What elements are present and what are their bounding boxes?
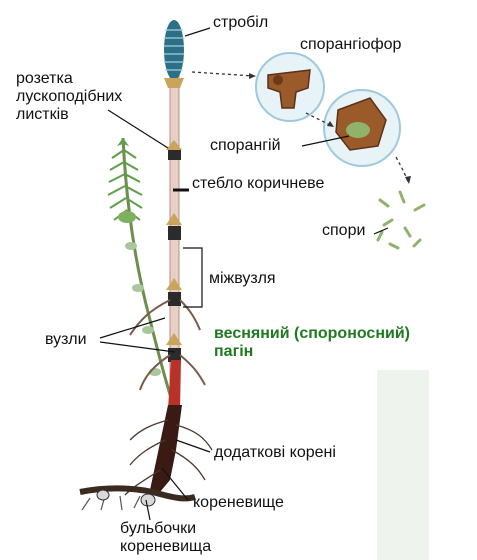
label-sporangiophore: спорангіофор (300, 36, 402, 53)
sporangiophore-circle (255, 52, 325, 122)
label-spores: спори (322, 222, 366, 239)
label-spring-shoot: весняний (спороносний) пагін (214, 325, 410, 360)
leader-lines (99, 27, 389, 521)
rhizome-illustration (79, 485, 196, 511)
green-shoot-illustration (107, 137, 177, 411)
sporangium-circle (323, 89, 401, 167)
label-sporangium: спорангій (210, 137, 281, 154)
rhizome-tubers-illustration (96, 489, 156, 507)
strobil-illustration (164, 20, 184, 88)
label-internode: міжвузля (209, 270, 276, 287)
label-strobil: стробіл (213, 14, 269, 31)
fertile-shoot-illustration (150, 74, 182, 492)
label-adventitious-roots: додаткові корені (214, 444, 336, 461)
background-panel (377, 370, 429, 560)
side-branches (129, 299, 206, 391)
roots-illustration (124, 419, 213, 496)
label-rosette: розетка лускоподібних листків (16, 70, 123, 123)
label-rhizome-tubers: бульбочки кореневища (120, 520, 212, 555)
label-nodes: вузли (45, 331, 87, 348)
label-stem: стебло коричневе (192, 175, 325, 192)
spores-illustration (372, 185, 430, 255)
label-rhizome: кореневище (193, 494, 284, 511)
arrowheads (249, 73, 411, 184)
